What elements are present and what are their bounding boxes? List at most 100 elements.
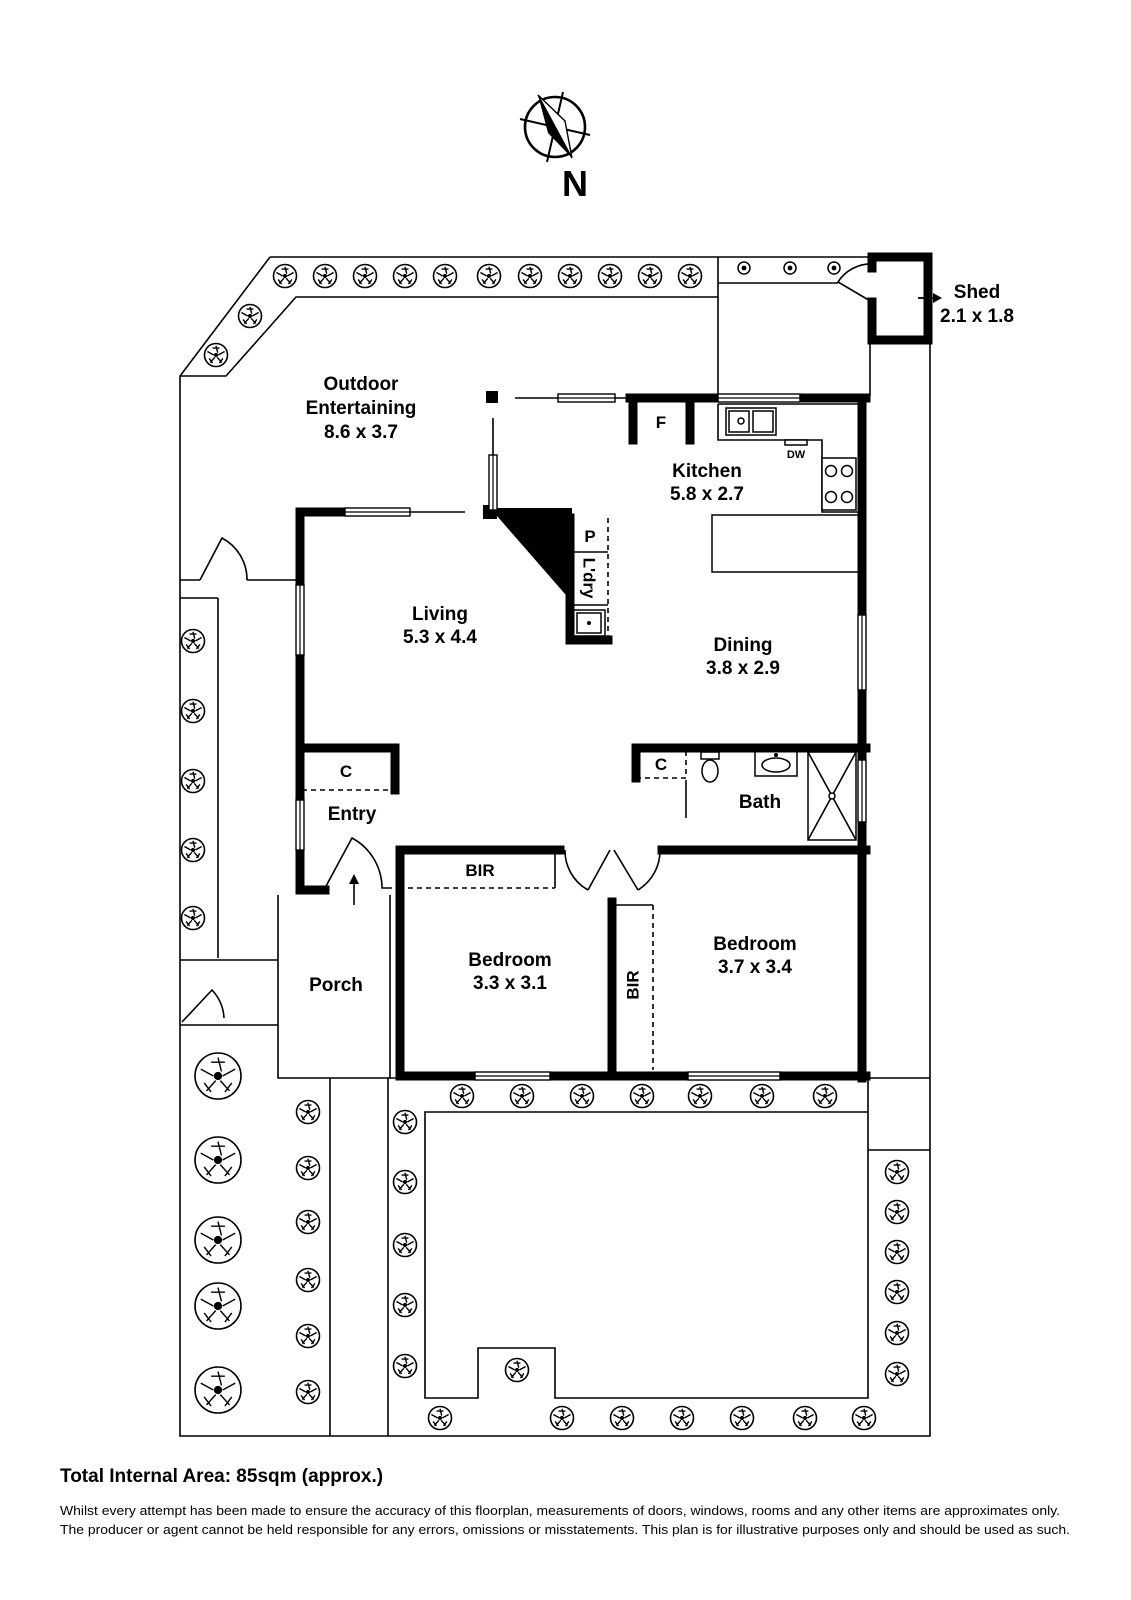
fixture-label-laundry: L'dry <box>580 558 599 599</box>
shrub-icon <box>476 263 502 289</box>
shrub-icon <box>392 1292 418 1318</box>
shrub-icon <box>812 1083 838 1109</box>
compass-needle-light <box>537 94 573 159</box>
shed-arrowhead <box>933 293 942 303</box>
burner-icon <box>824 464 838 478</box>
shrub-icon <box>851 1405 877 1431</box>
room-label-living: Living <box>412 604 468 625</box>
shrub-icon <box>884 1199 910 1225</box>
shrub-icon <box>193 1365 243 1415</box>
room-label-bedroom1: Bedroom <box>468 950 551 971</box>
shrub-icon <box>669 1405 695 1431</box>
shrub-icon <box>180 905 206 931</box>
shrub-icon <box>629 1083 655 1109</box>
fixture-label-dishwasher: DW <box>787 449 806 461</box>
shrub-icon <box>884 1320 910 1346</box>
basin-icon <box>761 757 791 773</box>
wall-entry-closet <box>297 743 400 795</box>
disclaimer-line-2: The producer or agent cannot be held res… <box>60 1523 1070 1537</box>
compass-ring <box>523 95 587 159</box>
window-living-north <box>344 507 411 517</box>
shrub-icon <box>180 837 206 863</box>
interior-lines <box>302 391 861 1070</box>
kitchen-island <box>711 514 861 573</box>
shrub-small-icon <box>783 261 797 275</box>
fixture-label-pantry: P <box>584 527 595 546</box>
shrub-icon <box>557 263 583 289</box>
shrub-icon <box>295 1209 321 1235</box>
room-size-shed: 2.1 x 1.8 <box>940 306 1014 327</box>
shrub-icon <box>392 263 418 289</box>
shrub-small-icon <box>737 261 751 275</box>
room-label-entry: Entry <box>328 804 377 825</box>
room-label-outdoor-1: Outdoor <box>324 374 400 395</box>
wall-living-west <box>295 507 330 895</box>
bath-fixtures <box>572 609 857 841</box>
window-bath-east <box>857 759 867 823</box>
kitchen-fixtures <box>725 407 857 511</box>
compass: N <box>519 91 591 204</box>
shrub-icon <box>432 263 458 289</box>
shrub-icon <box>237 303 263 329</box>
shrub-icon <box>637 263 663 289</box>
shrub-icon <box>549 1405 575 1431</box>
shrub-icon <box>180 698 206 724</box>
shrub-icon <box>193 1215 243 1265</box>
total-internal-area: Total Internal Area: 85sqm (approx.) <box>60 1466 383 1487</box>
shrub-icon <box>392 1169 418 1195</box>
toilet-tank-icon <box>700 751 720 760</box>
window-bedroom1-south <box>474 1071 551 1081</box>
room-label-outdoor-2: Entertaining <box>306 398 417 419</box>
shrub-icon <box>392 1109 418 1135</box>
fixture-label-fridge: F <box>656 413 666 432</box>
tap-icon <box>737 417 745 425</box>
shrub-icon <box>729 1405 755 1431</box>
shrub-icon <box>272 263 298 289</box>
side-gate-upper <box>199 536 248 581</box>
site-lines <box>179 256 931 1437</box>
fixture-label-bir-bedroom2: BIR <box>624 970 643 999</box>
shrub-icon <box>609 1405 635 1431</box>
fixture-label-bir-bedroom1: BIR <box>465 861 494 880</box>
room-label-porch: Porch <box>309 975 363 996</box>
shrub-icon <box>180 768 206 794</box>
shrub-icon <box>884 1239 910 1265</box>
window-dining-east <box>857 614 867 691</box>
porch-outline <box>277 895 391 1079</box>
window-sliding-door <box>557 393 616 403</box>
entry-arrowhead <box>349 874 359 884</box>
shrub-icon <box>295 1267 321 1293</box>
basin-tap-icon <box>774 753 778 757</box>
window-bedroom2-south <box>687 1071 781 1081</box>
shrub-icon <box>193 1281 243 1331</box>
sink-bowl-right <box>752 410 774 433</box>
shrub-icon <box>427 1405 453 1431</box>
shed <box>836 252 942 345</box>
window-entry-west <box>295 799 305 851</box>
hedge-line-north <box>180 296 718 377</box>
burner-icon <box>840 464 854 478</box>
shrub-icon <box>792 1405 818 1431</box>
shed-door <box>836 263 873 303</box>
shrub-icon <box>569 1083 595 1109</box>
room-label-kitchen: Kitchen <box>672 461 742 482</box>
shrub-icon <box>884 1361 910 1387</box>
shrub-icon <box>193 1051 243 1101</box>
lawn-outline <box>424 1111 869 1399</box>
room-size-bedroom2: 3.7 x 3.4 <box>718 957 792 978</box>
shrub-icon <box>295 1323 321 1349</box>
shrub-icon <box>517 263 543 289</box>
cooktop-icon <box>821 457 857 511</box>
room-label-dining: Dining <box>713 635 772 656</box>
post <box>486 391 498 403</box>
shrub-icon <box>180 628 206 654</box>
shrub-icon <box>295 1379 321 1405</box>
burner-icon <box>840 490 854 504</box>
shrub-icon <box>312 263 338 289</box>
shrub-icon <box>884 1279 910 1305</box>
room-size-kitchen: 5.8 x 2.7 <box>670 484 744 505</box>
room-label-bedroom2: Bedroom <box>713 934 796 955</box>
fixture-label-closet-bath: C <box>655 755 667 774</box>
dishwasher-icon <box>784 439 808 446</box>
